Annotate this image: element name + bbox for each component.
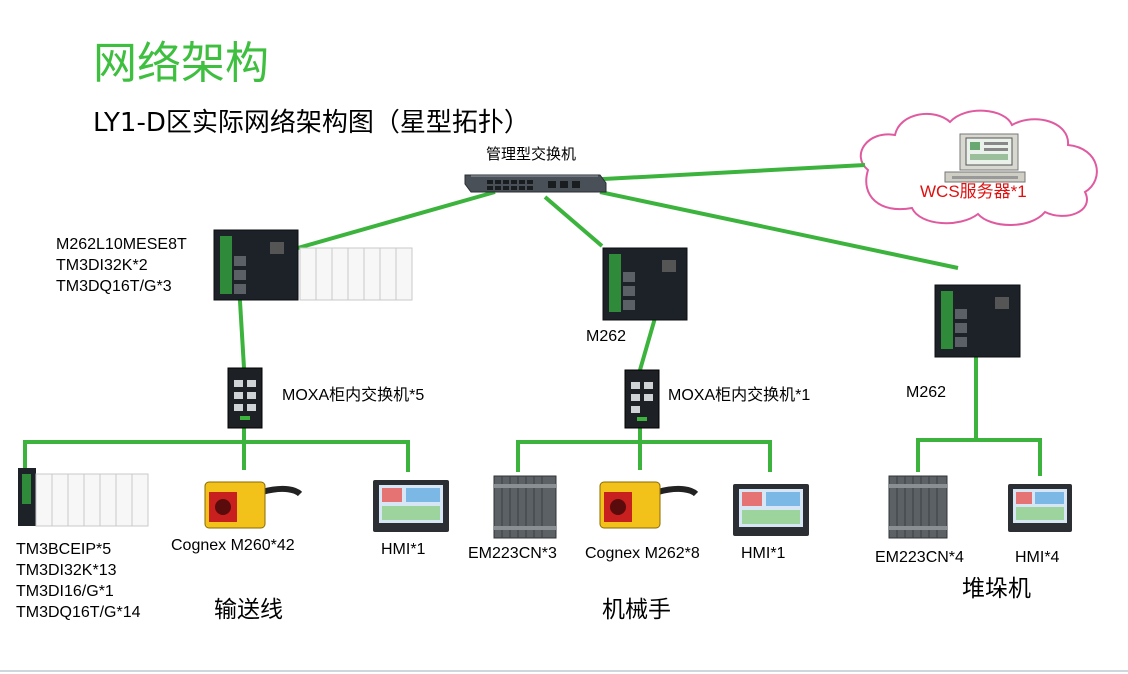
link-switch-robot-plc: [543, 195, 604, 248]
group-label-stacker: 堆垛机: [962, 576, 1031, 602]
conveyor-io-line: TM3DI16/G*1: [16, 583, 114, 600]
moxa-left-label: MOXA柜内交换机*5: [282, 387, 425, 404]
plc-conveyor-icon: [213, 229, 413, 301]
conveyor-io-line: TM3DI32K*13: [16, 562, 117, 579]
group-label-conveyor: 输送线: [214, 597, 283, 623]
plc-stacker-icon: [934, 284, 1021, 358]
io-rack-icon: [18, 468, 149, 527]
page-title: 网络架构: [93, 38, 269, 89]
hmi-mid-icon: [733, 484, 809, 536]
link-plc-moxa-mid: [638, 317, 657, 371]
em223-right-label: EM223CN*4: [875, 549, 964, 566]
hmi-left-label: HMI*1: [381, 541, 426, 558]
em223-mid-label: EM223CN*3: [468, 545, 557, 562]
diagram-subtitle: LY1-D区实际网络架构图（星型拓扑）: [93, 108, 530, 138]
switch-label: 管理型交换机: [486, 146, 577, 163]
computer-icon: [944, 133, 1026, 183]
group-label-robot: 机械手: [602, 597, 671, 623]
cognex-left-label: Cognex M260*42: [171, 537, 295, 554]
plc-robot-icon: [602, 247, 688, 321]
hmi-mid-label: HMI*1: [741, 545, 786, 562]
em223-right-icon: [888, 475, 948, 539]
conveyor-io-line: TM3BCEIP*5: [16, 541, 112, 558]
managed-switch-icon: [464, 174, 607, 193]
hmi-right-label: HMI*4: [1015, 549, 1060, 566]
conveyor-io-label: TM3BCEIP*5 TM3DI32K*13 TM3DI16/G*1 TM3DQ…: [16, 540, 140, 624]
moxa-switch-left-icon: [227, 367, 263, 429]
cognex-mid-label: Cognex M262*8: [585, 545, 700, 562]
footer-divider: [0, 670, 1128, 672]
stacker-plc-label: M262: [906, 384, 947, 401]
link-switch-wcs: [584, 163, 866, 182]
moxa-switch-mid-icon: [624, 369, 660, 429]
cognex-camera-left-icon: [204, 481, 303, 529]
network-links: [23, 163, 1042, 476]
conveyor-plc-line: M262L10MESE8T: [56, 236, 187, 253]
conveyor-io-line: TM3DQ16T/G*14: [16, 604, 141, 621]
link-switch-stacker-plc: [599, 190, 959, 270]
conveyor-plc-label: M262L10MESE8T TM3DI32K*2 TM3DQ16T/G*3: [56, 235, 187, 298]
robot-plc-label: M262: [586, 328, 627, 345]
cognex-camera-mid-icon: [599, 481, 699, 529]
hmi-right-icon: [1008, 484, 1072, 532]
wcs-server-label: WCS服务器*1: [920, 182, 1027, 201]
em223-mid-icon: [493, 475, 557, 539]
moxa-mid-label: MOXA柜内交换机*1: [668, 387, 811, 404]
conveyor-plc-line: TM3DQ16T/G*3: [56, 278, 172, 295]
conveyor-plc-line: TM3DI32K*2: [56, 257, 148, 274]
hmi-left-icon: [373, 480, 449, 532]
